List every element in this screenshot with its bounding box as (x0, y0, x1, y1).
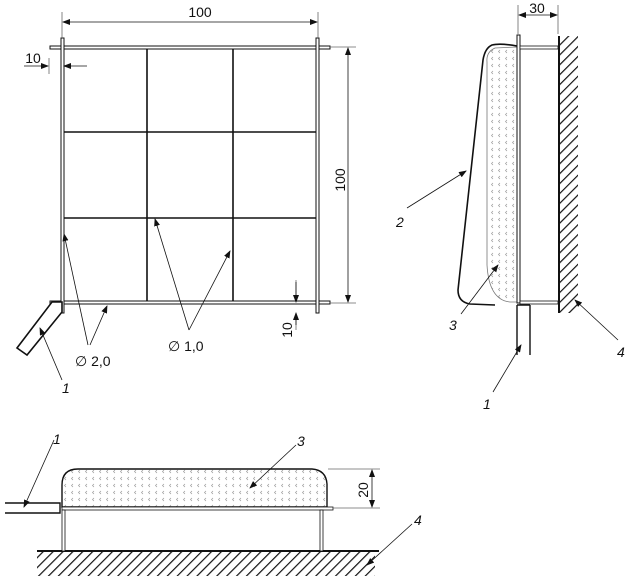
handle-tube (5, 502, 61, 514)
frame-rod-diameter: ∅ 2,0 (75, 353, 111, 369)
height-dimension: 20 (355, 482, 371, 498)
handle-label: 1 (483, 396, 491, 412)
floor-label: 4 (414, 512, 422, 528)
cushion (486, 46, 518, 303)
handle-tube (516, 304, 531, 355)
inner-rod-diameter: ∅ 1,0 (168, 338, 204, 354)
cushion-label: 3 (449, 317, 457, 333)
wall (558, 36, 578, 313)
floor (37, 551, 375, 576)
top-offset-dimension: 10 (25, 50, 41, 66)
wall-label: 4 (617, 344, 625, 360)
cover-label: 2 (395, 214, 404, 230)
side-view: 30 2 3 4 1 (395, 0, 625, 412)
width-dimension: 100 (188, 4, 212, 20)
bottom-offset-dimension: 10 (279, 322, 295, 338)
handle-tube (15, 301, 63, 357)
cushion (61, 468, 328, 508)
cover (457, 43, 518, 306)
bottom-view: 20 1 3 4 (5, 431, 422, 576)
height-dimension: 100 (332, 168, 348, 192)
frame-rods (49, 37, 331, 314)
front-view: 100 100 10 10 ∅ 2,0 ∅ 1,0 1 (15, 4, 356, 396)
cushion-label: 3 (297, 433, 305, 449)
depth-dimension: 30 (529, 0, 545, 16)
inner-grid-rods (64, 49, 316, 301)
handle-label: 1 (62, 380, 70, 396)
handle-label: 1 (53, 431, 61, 447)
